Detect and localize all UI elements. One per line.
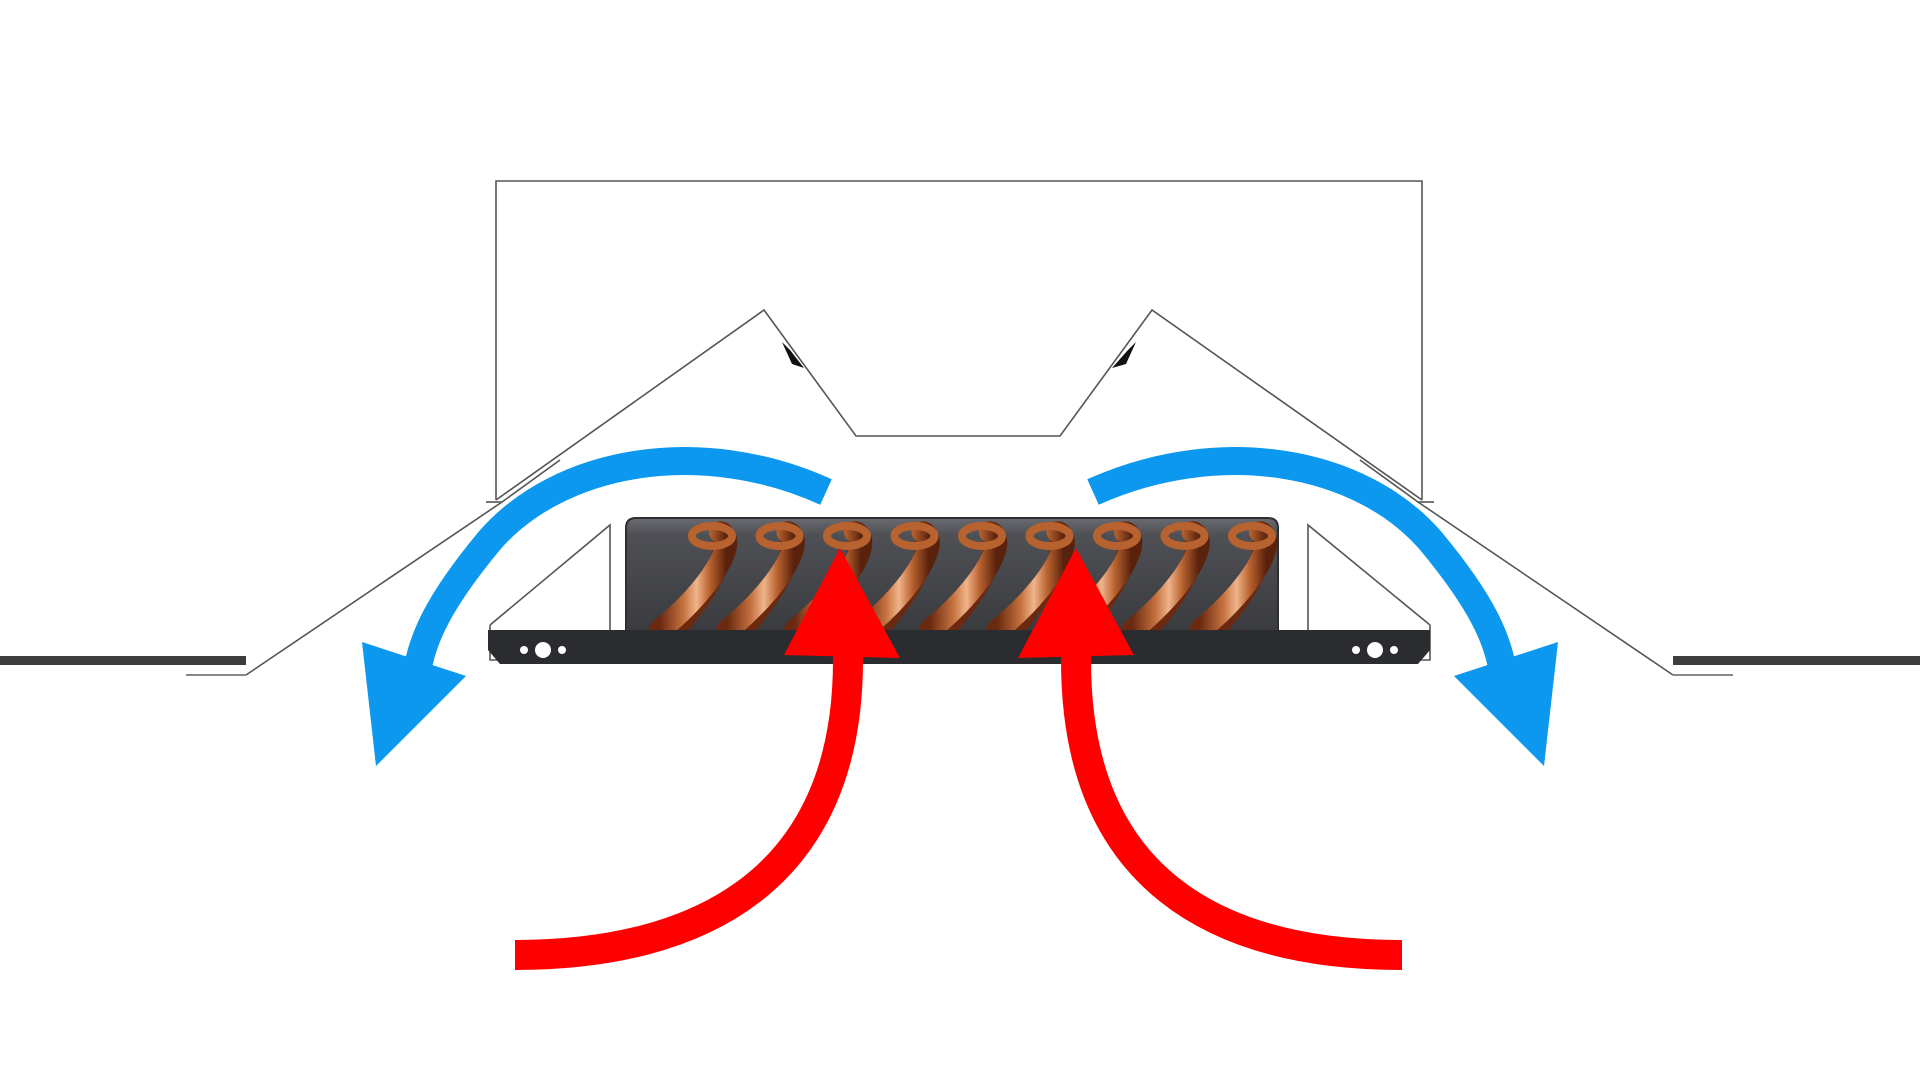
coil-turn-cap [1025, 522, 1074, 550]
coil-turn [986, 521, 1075, 632]
cool-air-arrow-icon [362, 447, 832, 766]
coil-turn [649, 521, 738, 632]
cool-air-arrow-icon [1087, 447, 1558, 766]
coil-turn-cap [1093, 522, 1141, 550]
copper-coil-heat-exchanger [625, 517, 1279, 633]
coil-turn [919, 521, 1008, 632]
coil-turn [716, 521, 805, 632]
coil-turn-cap [958, 522, 1006, 550]
ceiling-panel-right [1673, 656, 1920, 676]
coil-turn [851, 521, 940, 632]
ceiling-panel-left [0, 656, 246, 676]
warm-air-arrow-icon [514, 548, 900, 970]
coil-turn-cap [890, 522, 939, 550]
coil-turn-cap [1160, 522, 1209, 550]
motor-mount-right [1112, 342, 1136, 368]
coil-turn [1121, 521, 1210, 632]
coil-turn-cap [823, 522, 871, 550]
coil-turn-cap [755, 522, 804, 550]
motor-mount-left [782, 342, 804, 368]
warm-air-arrow-icon [1018, 548, 1403, 970]
mounting-base-plate [488, 630, 1430, 664]
coil-turn-cap [1228, 522, 1276, 550]
coil-turn-cap [688, 522, 736, 550]
coil-turn [1189, 521, 1278, 632]
